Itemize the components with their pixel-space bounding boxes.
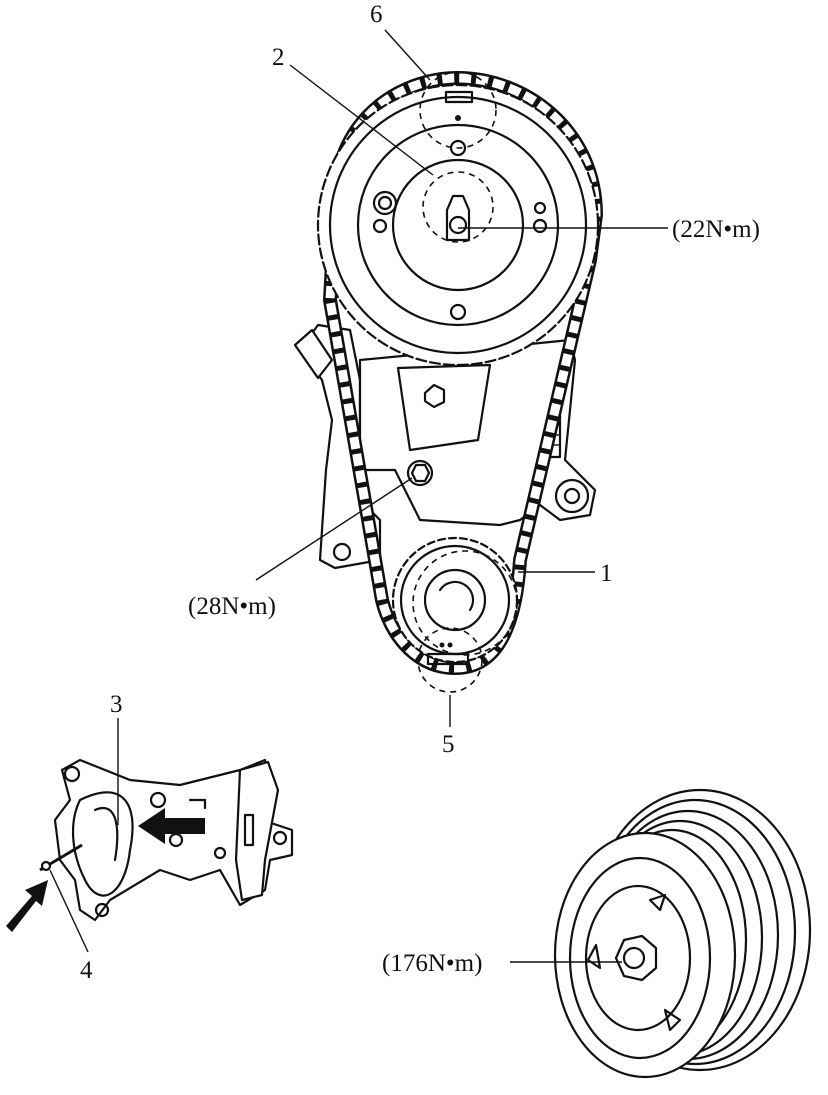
torque-pulley-bolt: (176N•m) [382, 950, 482, 977]
torque-camshaft-bolt: (22N•m) [672, 216, 760, 243]
callout-4: 4 [80, 957, 93, 984]
camshaft-sprocket [316, 71, 600, 367]
tensioner-pin [39, 843, 83, 872]
callout-labels: 6 2 (22N•m) 1 (28N•m) 5 3 4 (176N•m) [80, 1, 760, 984]
chain-tensioner [53, 758, 294, 922]
insert-arrow-icon [6, 880, 48, 932]
callout-6: 6 [370, 1, 383, 28]
crankshaft-sprocket [391, 536, 519, 693]
callout-1: 1 [600, 560, 613, 587]
callout-5: 5 [442, 731, 455, 758]
crankshaft-pulley [553, 788, 812, 1079]
leader-lines [49, 29, 668, 963]
callout-2: 2 [272, 44, 285, 71]
push-arrow-icon [138, 808, 205, 844]
torque-housing-bolt: (28N•m) [188, 593, 276, 620]
callout-3: 3 [110, 691, 123, 718]
